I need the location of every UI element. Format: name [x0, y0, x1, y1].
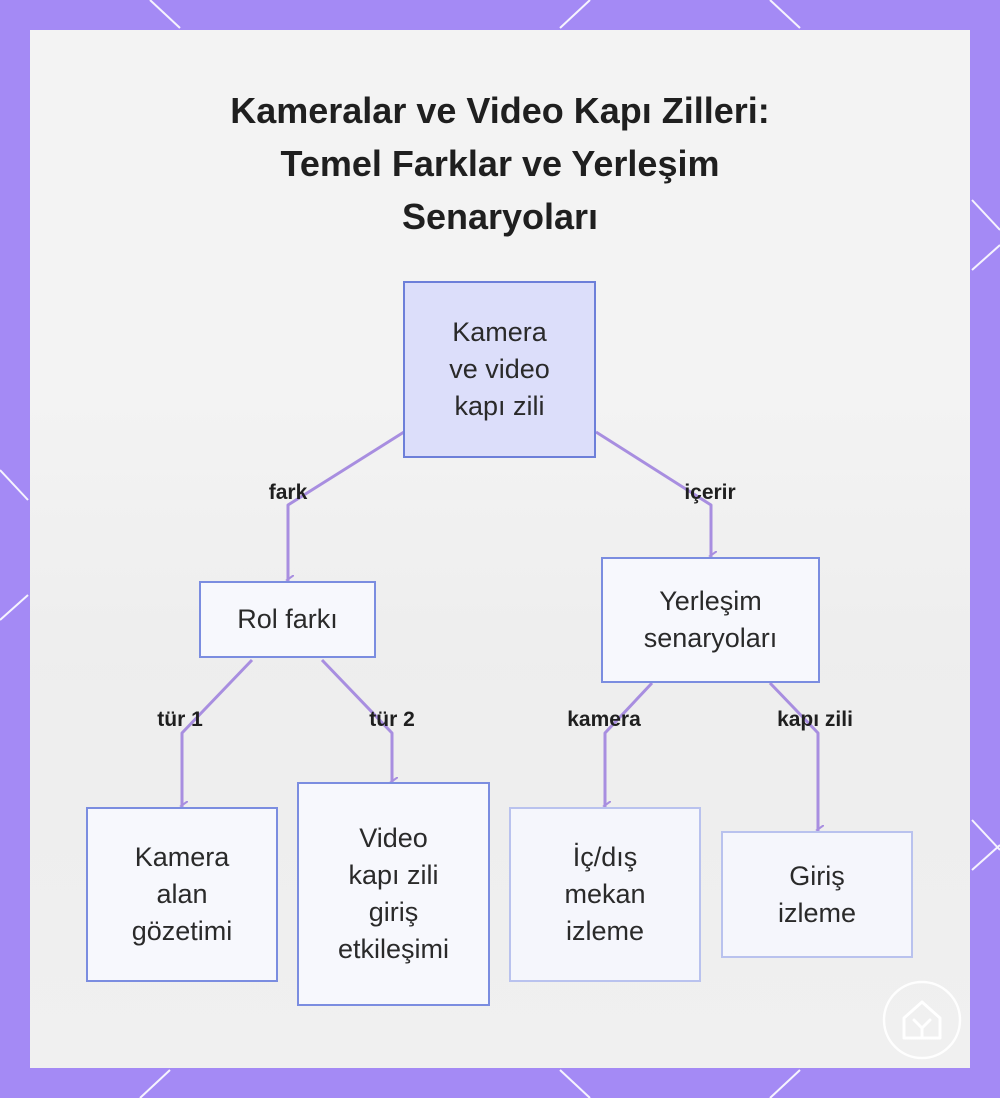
edge-role-doorbell: [320, 658, 392, 782]
edge-placement-entry: [768, 681, 818, 830]
node-camera-area-surveillance: Kamera alan gözetimi: [86, 807, 278, 982]
node-role-difference: Rol farkı: [199, 581, 376, 658]
edge-label-tur1: tür 1: [157, 708, 203, 731]
edge-placement-indoor: [605, 681, 654, 806]
edge-root-placement: [595, 430, 711, 556]
edge-role-camera: [182, 658, 254, 806]
edge-label-tur2: tür 2: [369, 708, 415, 731]
node-placement-scenarios: Yerleşim senaryoları: [601, 557, 820, 683]
edge-label-fark: fark: [268, 481, 308, 504]
edge-label-kapi-zili: kapı zili: [777, 708, 853, 731]
title-line-2: Temel Farklar ve Yerleşim: [280, 143, 720, 184]
edge-label-kamera: kamera: [567, 708, 641, 731]
node-entry-monitoring: Giriş izleme: [721, 831, 913, 958]
title-line-1: Kameralar ve Video Kapı Zilleri:: [230, 90, 770, 131]
house-shield-icon: [882, 980, 962, 1060]
node-doorbell-entry-interaction: Video kapı zili giriş etkileşimi: [297, 782, 490, 1006]
edge-root-role: [288, 430, 405, 580]
node-root: Kamera ve video kapı zili: [403, 281, 596, 458]
diagram-title: Kameralar ve Video Kapı Zilleri: Temel F…: [150, 84, 850, 243]
edge-label-icerir: içerir: [684, 481, 736, 504]
title-line-3: Senaryoları: [401, 196, 599, 237]
node-indoor-outdoor-monitoring: İç/dış mekan izleme: [509, 807, 701, 982]
